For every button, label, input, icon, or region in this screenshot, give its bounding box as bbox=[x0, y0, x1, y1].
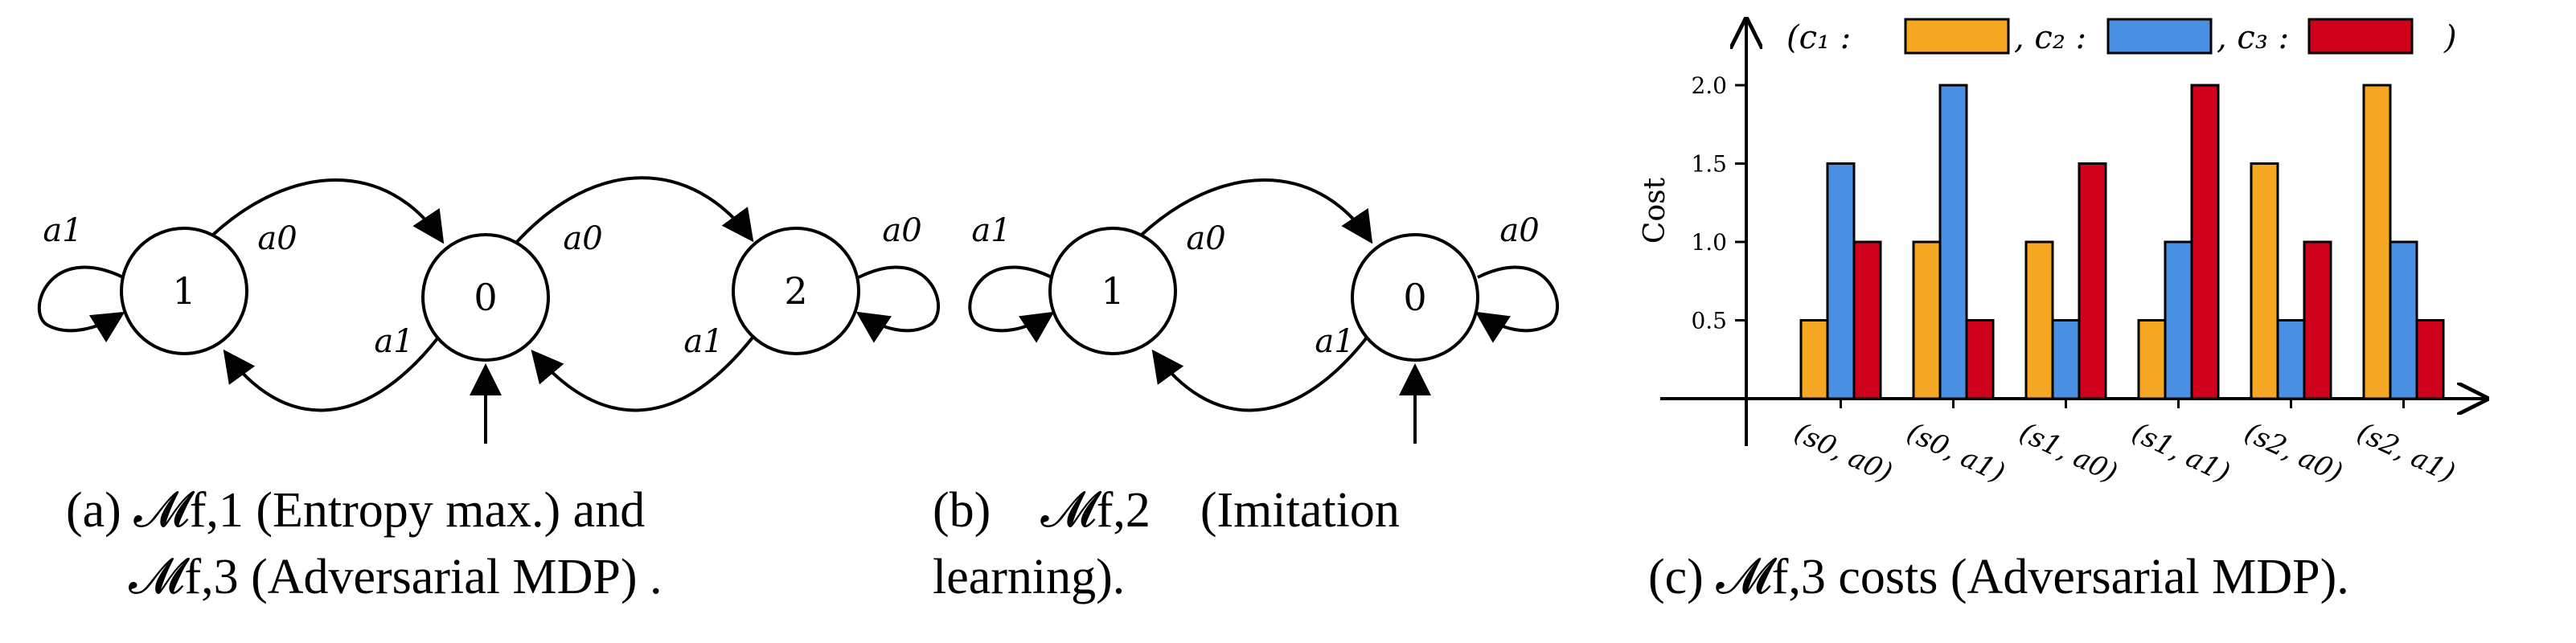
bar-c1-2 bbox=[2024, 240, 2054, 400]
y-tick-label-3: 2.0 bbox=[1691, 72, 1727, 99]
y-ticks-group: 0.5 1.0 1.5 2.0 bbox=[1691, 72, 1746, 334]
edge-a-n0-to-2 bbox=[515, 176, 754, 244]
edge-a-n0-to-1 bbox=[223, 336, 440, 412]
diagram-a bbox=[37, 176, 940, 444]
label-a-n0-to-2: a0 bbox=[563, 220, 602, 257]
y-tick-label-0: 0.5 bbox=[1691, 308, 1727, 334]
legend-sep-c3: , c₃ : bbox=[2217, 19, 2289, 56]
x-tick-label-4: (s2, a0) bbox=[2240, 416, 2348, 489]
y-axis-label: Cost bbox=[1639, 177, 1672, 244]
bar-c1-1 bbox=[1912, 240, 1942, 400]
caption-b-line1: (b) 𝓜f,2 (Imitation bbox=[933, 483, 1400, 538]
bar-c3-0 bbox=[1852, 240, 1882, 400]
node-b-0-label: 0 bbox=[1403, 276, 1426, 319]
x-tick-label-5: (s2, a1) bbox=[2352, 416, 2460, 489]
y-tick-label-1: 1.0 bbox=[1691, 229, 1727, 256]
bar-c2-1 bbox=[1938, 84, 1968, 400]
label-b-n0-to-1: a1 bbox=[1315, 323, 1354, 360]
legend-prefix: (c₁ : bbox=[1786, 19, 1851, 56]
bar-c2-2 bbox=[2051, 319, 2081, 400]
x-tick-label-0: (s0, a0) bbox=[1790, 416, 1897, 489]
edge-a-n2-to-0 bbox=[531, 336, 754, 412]
legend: (c₁ : , c₂ : , c₃ : ) bbox=[1786, 18, 2457, 56]
bar-c1-4 bbox=[2250, 162, 2279, 400]
state-node-b-0 bbox=[1351, 233, 1479, 362]
label-a-n2-self: a0 bbox=[882, 212, 921, 249]
bar-c3-3 bbox=[2190, 84, 2220, 400]
bars-group bbox=[1799, 84, 2445, 400]
bar-c1-0 bbox=[1799, 319, 1829, 400]
x-tick-label-2: (s1, a0) bbox=[2015, 416, 2123, 489]
legend-suffix: ) bbox=[2443, 19, 2457, 56]
legend-swatch-c2 bbox=[2106, 18, 2213, 55]
label-b-n1-self: a1 bbox=[971, 212, 1011, 249]
edge-a-n1-self bbox=[37, 265, 125, 343]
edge-a-n1-to-0 bbox=[211, 178, 445, 244]
x-tick-label-1: (s0, a1) bbox=[1902, 416, 2010, 489]
label-b-n0-self: a0 bbox=[1499, 212, 1539, 249]
bar-c2-4 bbox=[2276, 319, 2306, 400]
bar-c3-1 bbox=[1965, 319, 1995, 400]
diagram-b bbox=[968, 178, 1559, 444]
legend-swatch-c3 bbox=[2307, 18, 2414, 55]
bar-c1-5 bbox=[2362, 84, 2392, 400]
bar-c3-4 bbox=[2303, 240, 2332, 400]
state-node-1 bbox=[120, 227, 248, 355]
label-a-n2-to-0: a1 bbox=[683, 323, 723, 360]
label-b-n1-to-0: a0 bbox=[1186, 220, 1225, 257]
x-tick-label-3: (s1, a1) bbox=[2127, 416, 2235, 489]
state-node-2 bbox=[732, 227, 860, 355]
caption-c: (c) 𝓜f,3 costs (Adversarial MDP). bbox=[1648, 550, 2349, 604]
label-a-n0-to-1: a1 bbox=[374, 323, 413, 360]
bar-c2-5 bbox=[2389, 240, 2418, 400]
node-b-1-label: 1 bbox=[1101, 269, 1124, 313]
bar-c2-3 bbox=[2164, 240, 2193, 400]
chart-c: 0.5 1.0 1.5 2.0 (s0, a0)(s0, a1)(s1, a0)(s1… bbox=[1639, 19, 2486, 604]
edge-b-n1-self bbox=[968, 265, 1055, 343]
state-node-b-1 bbox=[1048, 227, 1177, 355]
label-a-n1-self: a1 bbox=[43, 212, 82, 249]
caption-b-line2: learning). bbox=[933, 550, 1125, 604]
diagram-b-labels: 1 0 a1 a0 a1 a0 (b) 𝓜f,2 (Imitation lear… bbox=[933, 212, 1540, 604]
bar-c2-0 bbox=[1826, 162, 1856, 400]
diagram-a-labels: 1 0 2 a1 a0 a1 a0 a1 a0 (a) 𝓜f,1 (Entrop… bbox=[43, 212, 921, 604]
bar-c1-3 bbox=[2137, 319, 2167, 400]
node-a-1-label: 1 bbox=[172, 269, 195, 313]
caption-a-line1: (a) 𝓜f,1 (Entropy max.) and bbox=[66, 483, 645, 538]
label-a-n1-to-0: a0 bbox=[257, 220, 297, 257]
y-tick-label-2: 1.5 bbox=[1691, 151, 1727, 178]
bar-c3-2 bbox=[2078, 162, 2107, 400]
legend-sep-c2: , c₂ : bbox=[2014, 19, 2086, 56]
node-a-0-label: 0 bbox=[474, 276, 497, 319]
edge-b-n1-to-0 bbox=[1140, 178, 1373, 244]
caption-a-line2: 𝓜f,3 (Adversarial MDP) . bbox=[129, 550, 662, 604]
edge-b-n0-to-1 bbox=[1151, 336, 1368, 412]
legend-swatch-c1 bbox=[1904, 18, 2010, 55]
bar-c3-5 bbox=[2415, 319, 2445, 400]
edge-b-n0-self bbox=[1475, 265, 1559, 343]
state-node-0 bbox=[421, 233, 550, 362]
x-ticks-group: (s0, a0)(s0, a1)(s1, a0)(s1, a1)(s2, a0)… bbox=[1790, 399, 2460, 489]
edge-a-n2-self bbox=[855, 265, 940, 343]
node-a-2-label: 2 bbox=[784, 269, 807, 313]
